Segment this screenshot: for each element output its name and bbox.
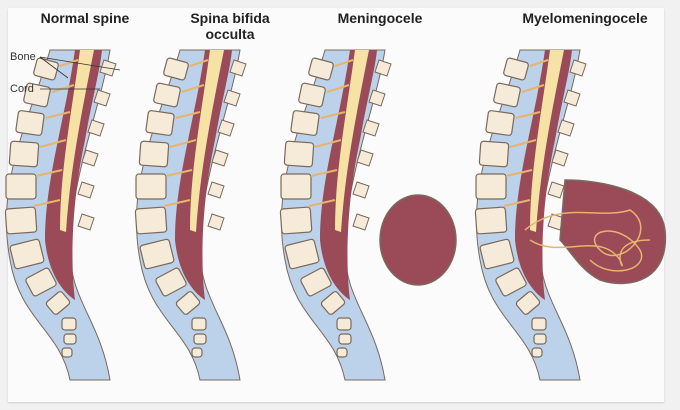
title-spina-bifida-occulta: Spina bifida occulta — [190, 10, 270, 42]
meningocele-sac — [379, 194, 457, 286]
title-myelomeningocele: Myelomeningocele — [522, 10, 648, 26]
label-cord: Cord — [10, 83, 34, 95]
label-bone: Bone — [10, 51, 36, 63]
title-meningocele: Meningocele — [337, 10, 423, 26]
title-normal-spine: Normal spine — [40, 10, 130, 26]
